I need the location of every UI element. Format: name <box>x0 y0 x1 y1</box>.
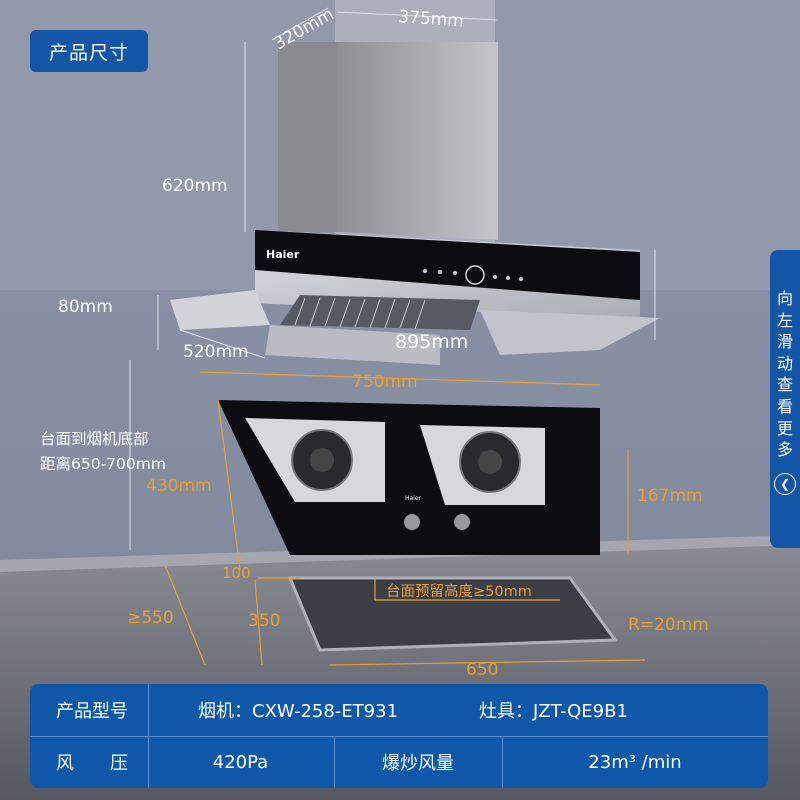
label-cut-depth: 350 <box>248 611 280 631</box>
swipe-hint-char: 向 <box>776 289 793 308</box>
hood-control-dial[interactable] <box>465 265 485 285</box>
swipe-hint-char: 查 <box>776 375 793 395</box>
swipe-hint-char: 更 <box>776 418 793 438</box>
page-title-badge: 产品尺寸 <box>30 30 148 72</box>
label-cooktop-width: 750mm <box>352 372 418 392</box>
hood-filter <box>280 295 480 330</box>
spec-airflow-value: 23m³ /min <box>588 751 682 773</box>
label-chimney-height: 620mm <box>162 176 228 196</box>
swipe-hint-tab[interactable]: 向 左 滑 动 查 看 更 多 ❮ <box>770 250 800 548</box>
hood-glass-panel <box>255 230 640 300</box>
swipe-hint-char: 动 <box>776 353 793 373</box>
label-body-width: 895mm <box>395 331 468 353</box>
spec-hood-model: 烟机：CXW-258-ET931 <box>198 701 399 722</box>
spec-model-label: 产品型号 <box>56 701 128 722</box>
label-cut-offset: 100 <box>222 564 251 582</box>
label-body-depth: 520mm <box>183 342 249 362</box>
spec-row-model: 产品型号 烟机：CXW-258-ET931 灶具：JZT-QE9B1 <box>30 684 768 737</box>
spec-pressure-label: 风 压 <box>56 753 128 774</box>
label-distance-note-1: 台面到烟机底部 <box>40 430 149 448</box>
label-width-top: 375mm <box>398 7 465 32</box>
spec-table: 产品型号 烟机：CXW-258-ET931 灶具：JZT-QE9B1 风 压 4… <box>30 684 768 788</box>
spec-row-performance: 风 压 420Pa 爆炒风量 23m³ /min <box>30 736 768 788</box>
label-counter-min: ≥550 <box>127 608 174 628</box>
label-cooktop-height: 167mm <box>637 486 703 506</box>
spec-airflow-label: 爆炒风量 <box>382 753 454 774</box>
knob-left[interactable] <box>404 514 420 530</box>
hood-dimension-lines <box>129 7 656 550</box>
spec-pressure-value: 420Pa <box>212 751 269 773</box>
swipe-hint-char: 左 <box>776 310 793 330</box>
label-radius: R=20mm <box>628 615 709 635</box>
swipe-hint-char: 多 <box>776 440 793 460</box>
label-body-height: 80mm <box>58 297 113 317</box>
spec-stove-model: 灶具：JZT-QE9B1 <box>479 701 628 722</box>
label-cut-width: 650 <box>466 660 498 680</box>
swipe-hint-char: 看 <box>776 396 793 416</box>
hood-chimney <box>278 42 338 232</box>
hood-oil-tray <box>265 325 440 365</box>
swipe-hint-char: 滑 <box>776 332 793 352</box>
brand-logo: Haier <box>266 248 300 261</box>
dimension-lines <box>164 371 646 666</box>
cooktop-brand: Haier <box>405 495 422 502</box>
chevron-left-circle-icon[interactable]: ❮ <box>774 472 796 495</box>
label-reserve-height: 台面预留高度≥50mm <box>386 583 532 600</box>
counter-cutout <box>287 576 618 652</box>
label-distance-note-2: 距离650-700mm <box>40 455 166 473</box>
label-cooktop-depth: 430mm <box>146 476 212 496</box>
knob-right[interactable] <box>454 514 470 530</box>
hood-touch-buttons[interactable] <box>423 269 523 281</box>
